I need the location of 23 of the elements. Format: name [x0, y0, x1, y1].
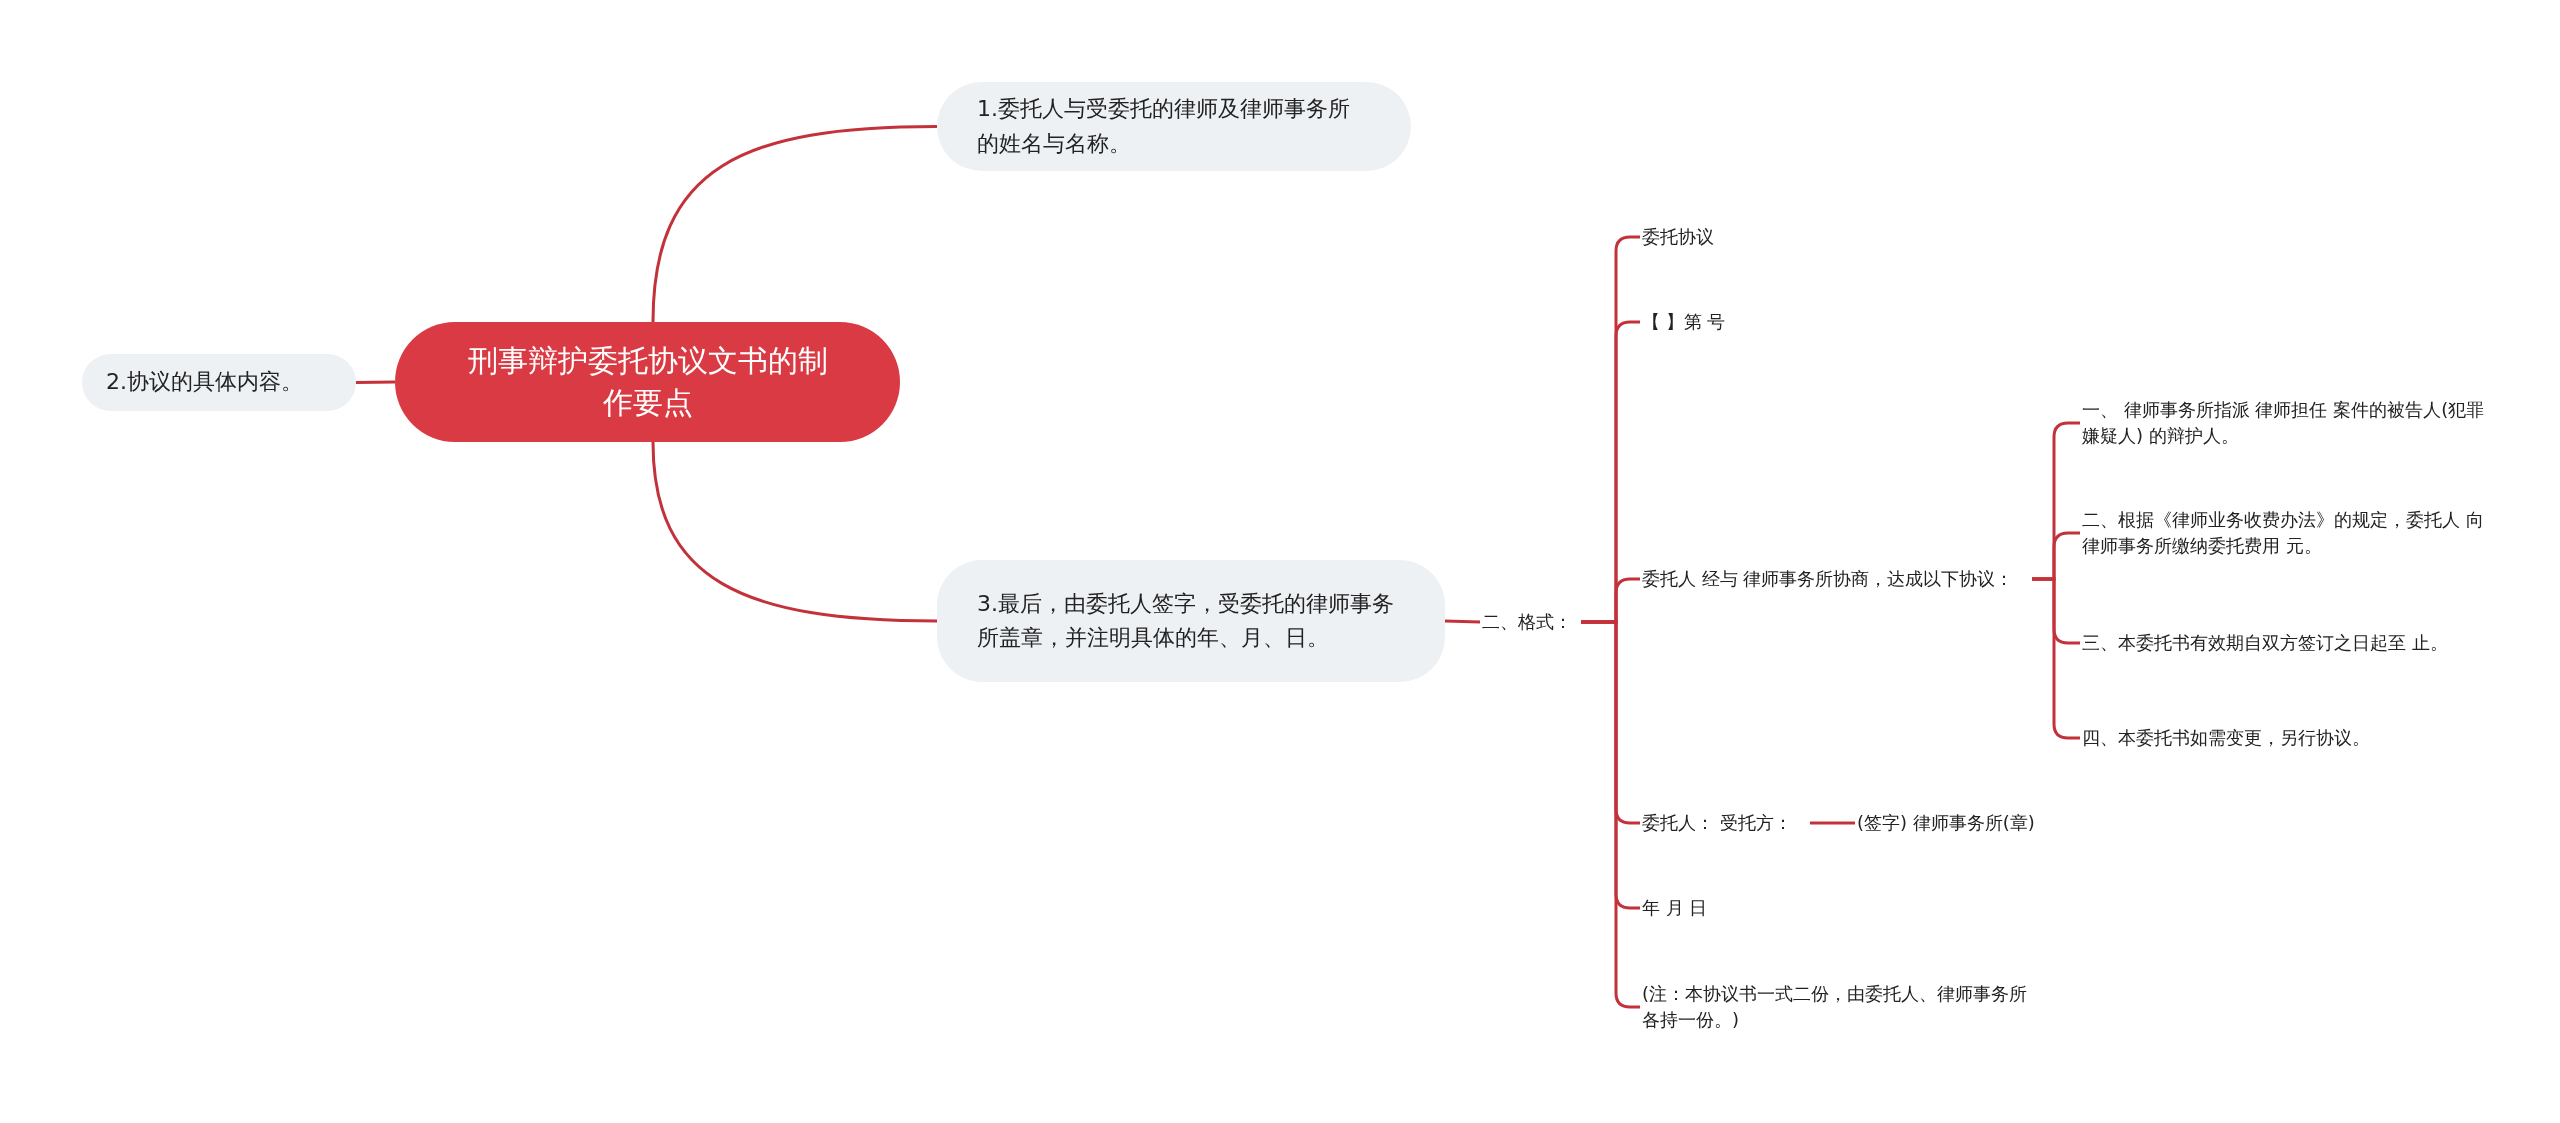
topic-box	[937, 560, 1445, 682]
node-text: 委托协议	[1640, 220, 1840, 254]
node-text: 三、本委托书有效期自双方签订之日起至 止。	[2080, 616, 2490, 670]
node-text: 【 】第 号	[1640, 305, 1840, 339]
node-text: (注：本协议书一式二份，由委托人、律师事务所各持一份。)	[1640, 980, 2040, 1034]
topic-text: 3.最后，由委托人签字，受委托的律师事务所盖章，并注明具体的年、月、日。	[977, 589, 1395, 652]
topic-text: 2.协议的具体内容。	[106, 368, 303, 397]
node-text: 一、 律师事务所指派 律师担任 案件的被告人(犯罪嫌疑人) 的辩护人。	[2080, 396, 2490, 450]
node-text: 二、格式：	[1480, 605, 1581, 639]
connector-line	[1444, 619, 1481, 624]
connector-line	[1810, 821, 1855, 825]
topic-text: 刑事辩护委托协议文书的制作要点	[466, 342, 829, 422]
connector-line	[651, 125, 938, 323]
node-text: 委托人： 受托方：	[1640, 806, 1810, 840]
topic-box	[82, 354, 356, 411]
connector-line	[355, 380, 396, 384]
node-text: 四、本委托书如需变更，另行协议。	[2080, 721, 2490, 755]
node-text: 年 月 日	[1640, 891, 1840, 925]
connector-line	[651, 441, 938, 623]
topic-text: 1.委托人与受委托的律师及律师事务所的姓名与名称。	[977, 95, 1351, 158]
node-text: 二、根据《律师业务收费办法》的规定，委托人 向律师事务所缴纳委托费用 元。	[2080, 506, 2490, 560]
node-text: (签字) 律师事务所(章)	[1855, 806, 2095, 840]
node-text: 委托人 经与 律师事务所协商，达成以下协议：	[1640, 552, 2032, 606]
